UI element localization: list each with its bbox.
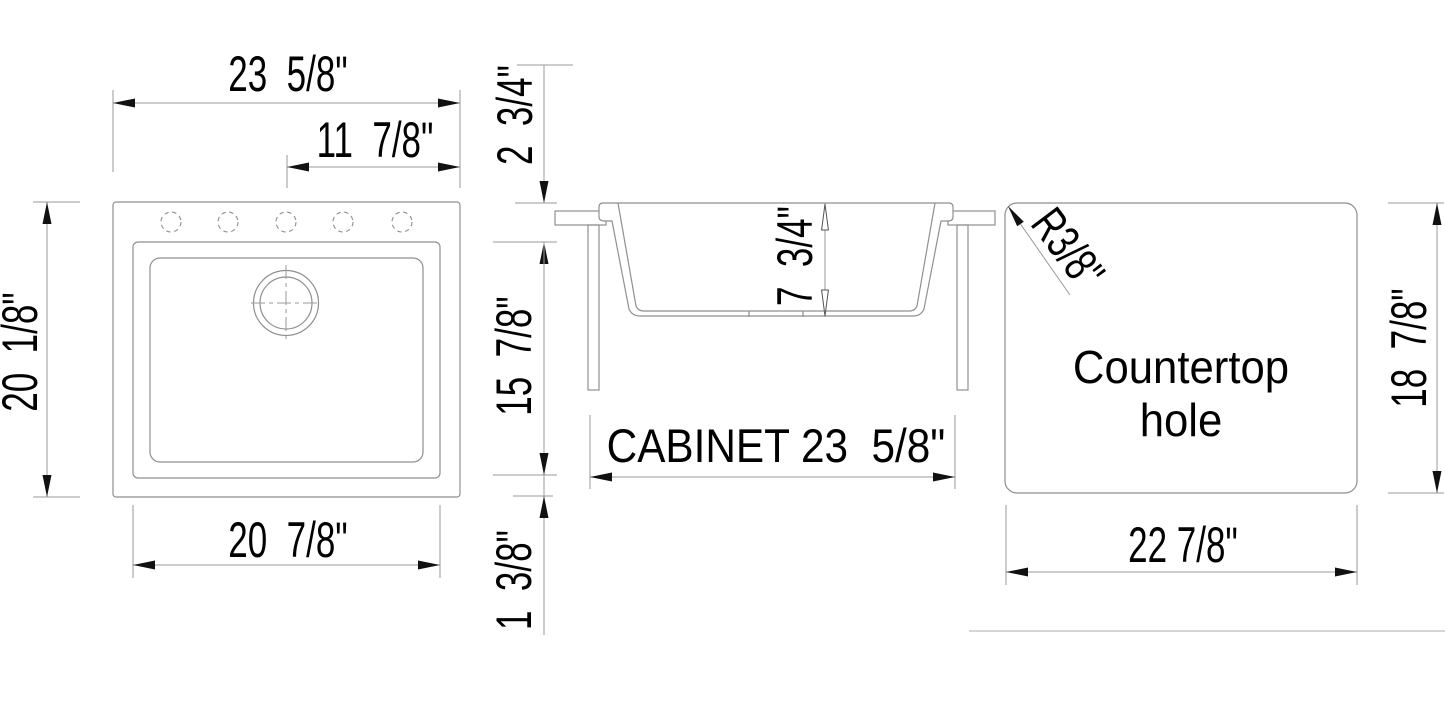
section-view [554,202,996,391]
arrowhead-up [1432,203,1442,225]
countertop-hole-title-line2: hole [1140,394,1223,446]
faucet-hole-5 [391,211,413,233]
dim-rim-height-label: 2 3/4" [488,65,544,165]
sink-section-profile [598,202,954,317]
dim-bowl-depth-label: 7 3/4" [768,206,824,306]
cabinet-wall-right [956,224,969,391]
countertop-hole-outline [1004,202,1358,494]
arrowhead-right [1335,567,1357,577]
dim-overall-width-label: 23 5/8" [228,47,347,103]
sink-rim-outline [112,201,461,498]
countertop-hole-view: R3/8" Countertop hole [1004,198,1358,494]
radius-leader-arrowhead [1008,206,1024,227]
arrowhead-left [133,560,155,570]
countertop-section-right [947,210,996,226]
arrowhead-left [590,472,612,482]
arrowhead-down [42,475,52,497]
dim-drain-offset-label: 11 7/8" [317,113,434,169]
bowl-top-edge-outline [132,241,441,479]
faucet-hole-1 [160,211,182,233]
dim-bowl-width-label: 20 7/8" [228,513,347,569]
dim-hole-width-label: 22 7/8" [1128,518,1238,574]
arrowhead-up [42,202,52,224]
arrowhead-down [539,453,549,475]
top-view [112,201,461,498]
arrowhead-right [418,560,440,570]
arrowhead-down [1432,471,1442,493]
cabinet-wall-left [587,224,600,391]
countertop-section-left [554,210,607,226]
arrowhead-right [933,472,955,482]
bowl-inner-wall [617,202,936,312]
hole-view-dimensions: 18 7/8" 22 7/8" [969,202,1445,632]
open-arrowhead-up [821,203,829,231]
arrowhead-left [1006,567,1028,577]
arrowhead-right [438,162,460,172]
arrowhead-right [438,98,460,108]
dim-base-clearance-label: 1 3/8" [487,530,543,630]
arrowhead-down [539,181,549,203]
corner-radius-label: R3/8" [1021,198,1115,299]
countertop-hole-title-line1: Countertop [1073,341,1289,393]
dim-hole-depth-label: 18 7/8" [1382,288,1438,407]
arrowhead-left [287,162,309,172]
faucet-hole-2 [217,211,239,233]
bowl-bottom-outline [149,257,424,463]
arrowhead-left [113,98,135,108]
faucet-hole-3 [275,211,297,233]
cabinet-width-label: CABINET 23 5/8" [607,421,946,473]
top-view-dimensions: 23 5/8" 11 7/8" 20 1/8" 20 7/8" [0,47,461,578]
dim-under-counter-label: 15 7/8" [487,296,543,415]
open-arrowhead-down [821,289,829,317]
arrowhead-up [539,496,549,518]
section-view-dimensions: 2 3/4" 15 7/8" 1 3/8" 7 3/4" CABINET 23 … [487,64,956,635]
dim-overall-depth-label: 20 1/8" [0,292,49,411]
faucet-hole-4 [332,211,354,233]
